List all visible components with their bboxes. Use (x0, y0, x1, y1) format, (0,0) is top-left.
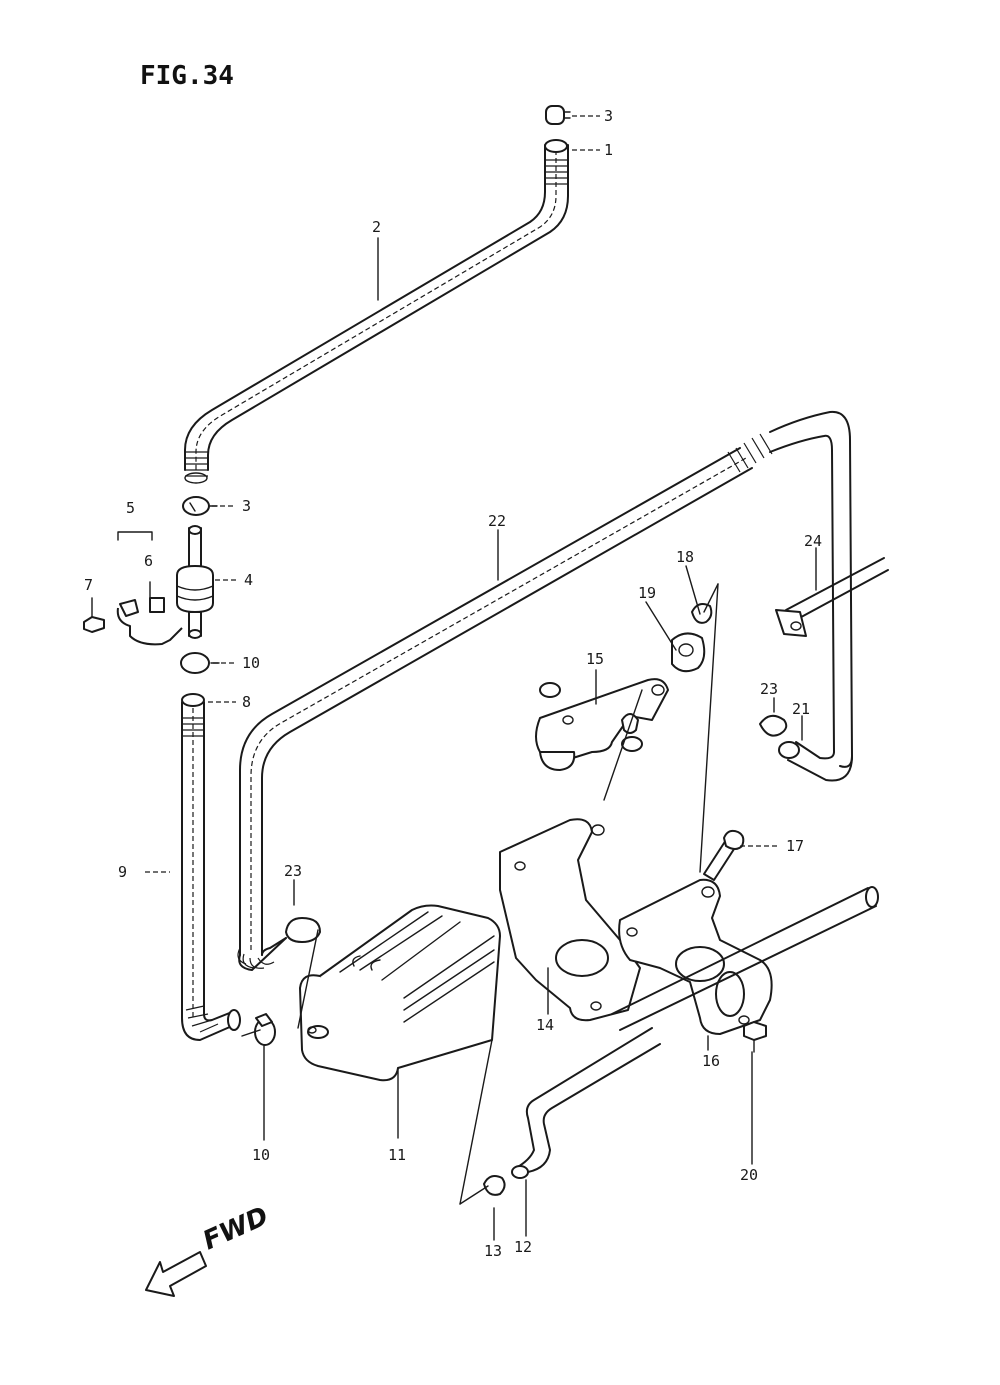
part-label: 9 (118, 863, 127, 881)
part-label: 22 (488, 512, 506, 530)
part-label: 5 (126, 499, 135, 517)
part-label: 1 (604, 141, 613, 159)
grommet-part-19 (671, 632, 706, 673)
part-label: 6 (144, 552, 153, 570)
part-label: 7 (84, 576, 93, 594)
part-label: 3 (242, 497, 251, 515)
hose-part-22 (237, 410, 853, 971)
part-label: 24 (804, 532, 822, 550)
hose-part-12 (511, 1027, 661, 1179)
clamp-part-10-upper (180, 652, 220, 674)
arrow-icon (145, 1251, 207, 1297)
part-labels: 3 1 2 3 5 6 4 7 10 8 9 22 18 19 15 24 23… (84, 107, 822, 1260)
part-label: 18 (676, 548, 694, 566)
part-label: 15 (586, 650, 604, 668)
bolt-part-20 (743, 1021, 767, 1053)
part-label: 17 (786, 837, 804, 855)
hose-part-2 (184, 139, 569, 484)
part-label: 16 (702, 1052, 720, 1070)
fuel-filter-part-4 (176, 525, 214, 639)
part-label: 20 (740, 1166, 758, 1184)
clamp-part-3-mid (182, 496, 218, 516)
part-label: 2 (372, 218, 381, 236)
bolt-part-7 (83, 597, 105, 633)
hose-part-9 (181, 693, 241, 1041)
clip-part-6 (149, 597, 165, 613)
part-label: 21 (792, 700, 810, 718)
part-label: 12 (514, 1238, 532, 1256)
bolt-part-17 (703, 829, 745, 881)
hose-part-21 (778, 741, 853, 782)
rod (611, 886, 879, 1031)
part-label: 8 (242, 693, 251, 711)
part-label: 23 (284, 862, 302, 880)
forward-arrow: FWD (145, 1201, 273, 1297)
bracket-part-16 (618, 878, 773, 1035)
clamp-part-10-lower (254, 1013, 276, 1046)
figure-title: FIG.34 (140, 61, 234, 91)
part-label: 4 (244, 571, 253, 589)
part-label: 3 (604, 107, 613, 125)
bracket-part-14 (499, 818, 641, 1022)
part-label: 19 (638, 584, 656, 602)
hose-end-part-1 (544, 139, 568, 153)
part-label: 13 (484, 1242, 502, 1260)
collar-part-18 (691, 603, 713, 624)
bracket-part-15 (535, 678, 669, 771)
part-label: 10 (252, 1146, 270, 1164)
leader-lines (145, 115, 817, 1241)
part-label: 10 (242, 654, 260, 672)
clamp-part-3-top (545, 105, 571, 125)
part-label: 14 (536, 1016, 554, 1034)
fwd-label: FWD (199, 1201, 273, 1256)
clamp-part-23-left (285, 879, 321, 943)
canister-part-11 (299, 904, 501, 1082)
clamp-part-13 (483, 1175, 506, 1196)
part-label: 11 (388, 1146, 406, 1164)
bracket-part-5 (116, 531, 183, 646)
part-label: 23 (760, 680, 778, 698)
bracket-part-24 (775, 557, 889, 637)
clamp-part-23-right (759, 697, 788, 737)
